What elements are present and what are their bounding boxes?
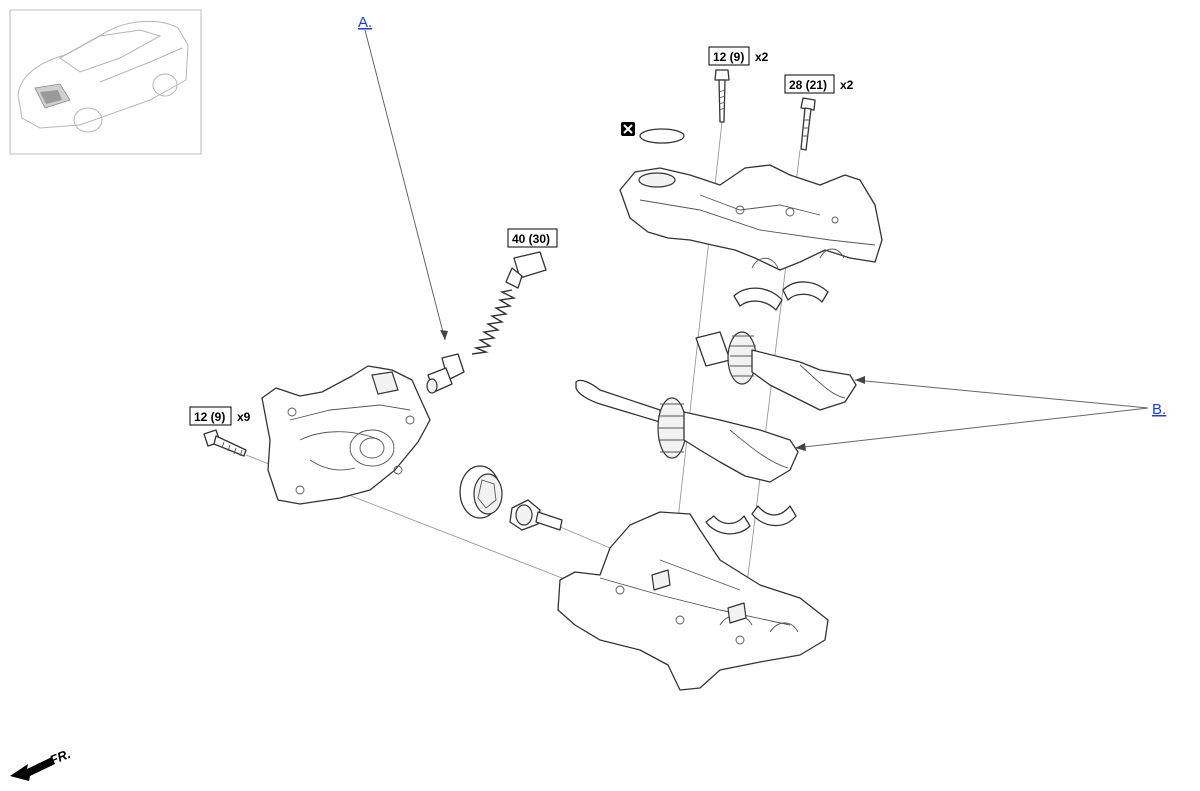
relief-valve-piston	[426, 353, 465, 394]
svg-text:x2: x2	[755, 50, 769, 64]
torque-upper-right: 28 (21) x2	[784, 74, 854, 94]
callout-b-leader-upper	[854, 379, 1149, 409]
svg-text:12 (9): 12 (9)	[194, 410, 225, 424]
inner-rotor-shaft	[509, 499, 563, 531]
upper-balancer-housing	[619, 164, 883, 271]
svg-text:12 (9): 12 (9)	[713, 50, 744, 64]
relief-valve-spring	[471, 289, 517, 355]
callout-b-arrowhead-upper	[855, 376, 865, 384]
upper-bolt-left	[714, 69, 730, 123]
lower-balancer-shaft	[575, 379, 799, 483]
callout-b-arrowhead-lower	[795, 443, 806, 451]
callout-a-arrowhead	[440, 330, 448, 340]
callout-a-leader	[364, 29, 446, 341]
torque-relief-plug: 40 (30)	[507, 228, 558, 248]
torque-pump-cover-bolt: 12 (9) x9	[189, 406, 251, 426]
upper-balancer-shaft	[695, 331, 857, 411]
callout-b-leader-lower	[794, 407, 1149, 449]
lower-balancer-housing	[557, 511, 829, 691]
replace-part-icon	[621, 122, 635, 136]
callout-a-link[interactable]: A.	[358, 14, 372, 31]
upper-bolt-right	[800, 97, 816, 151]
callout-b-link[interactable]: B.	[1152, 401, 1166, 418]
svg-text:x9: x9	[237, 410, 251, 424]
o-ring	[639, 128, 685, 144]
outer-rotor	[459, 465, 503, 519]
vehicle-locator-thumbnail	[9, 9, 202, 155]
front-arrow-icon: FR.	[10, 746, 73, 781]
svg-text:40 (30): 40 (30)	[512, 232, 550, 246]
svg-text:28 (21): 28 (21)	[789, 78, 827, 92]
pump-cover-bolt	[203, 429, 247, 457]
upper-bearing-shells	[733, 281, 829, 311]
oil-pump-body	[261, 365, 431, 505]
lower-bearing-shells	[705, 505, 797, 535]
torque-upper-left: 12 (9) x2	[708, 46, 769, 66]
svg-text:x2: x2	[840, 78, 854, 92]
relief-valve-plug	[505, 251, 547, 289]
svg-text:FR.: FR.	[48, 746, 73, 768]
